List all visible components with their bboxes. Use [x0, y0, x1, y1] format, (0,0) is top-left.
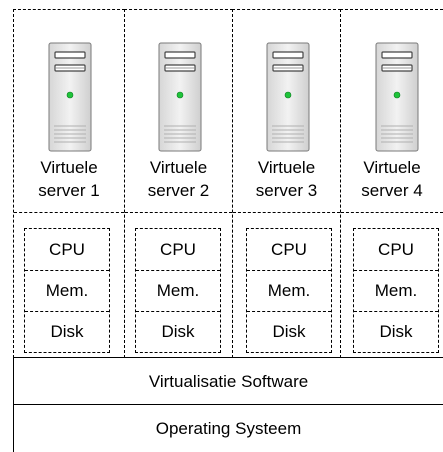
operating-system-layer: Operating Systeem: [13, 404, 443, 452]
server-label: Virtuele server 1: [14, 156, 124, 202]
virtual-server-column: Virtuele server 1 CPU Mem. Disk: [13, 9, 125, 358]
resource-box: CPU Mem. Disk: [135, 228, 221, 353]
server-label: Virtuele server 2: [125, 156, 232, 202]
disk-cell: Disk: [136, 311, 220, 352]
cpu-cell: CPU: [49, 239, 85, 259]
disk-cell: Disk: [25, 311, 109, 352]
virtual-server-column: Virtuele server 2 CPU Mem. Disk: [124, 9, 233, 358]
column-divider: [341, 212, 443, 213]
cpu-cell: CPU: [271, 239, 307, 259]
server-label: Virtuele server 4: [341, 156, 443, 202]
disk-cell: Disk: [247, 311, 331, 352]
server-label-line1: Virtuele: [40, 158, 98, 177]
disk-cell: Disk: [354, 311, 438, 352]
column-divider: [14, 212, 124, 213]
virtual-server-column: Virtuele server 3 CPU Mem. Disk: [232, 9, 341, 358]
server-label-line2: server 2: [147, 181, 210, 200]
resource-box: CPU Mem. Disk: [246, 228, 332, 353]
memory-cell: Mem.: [247, 270, 331, 311]
cpu-cell: CPU: [378, 239, 414, 259]
resource-box: CPU Mem. Disk: [353, 228, 439, 353]
column-divider: [125, 212, 232, 213]
resource-box: CPU Mem. Disk: [24, 228, 110, 353]
cpu-cell: CPU: [160, 239, 196, 259]
server-label-line2: server 3: [255, 181, 318, 200]
server-label-line2: server 4: [361, 181, 423, 200]
column-divider: [233, 212, 340, 213]
server-label-line1: Virtuele: [149, 158, 208, 177]
server-label: Virtuele server 3: [233, 156, 340, 202]
server-label-line2: server 1: [38, 181, 100, 200]
server-tower-icon: [375, 42, 419, 152]
memory-cell: Mem.: [136, 270, 220, 311]
server-tower-icon: [48, 42, 92, 152]
memory-cell: Mem.: [25, 270, 109, 311]
server-label-line1: Virtuele: [257, 158, 316, 177]
memory-cell: Mem.: [354, 270, 438, 311]
virtual-server-column: Virtuele server 4 CPU Mem. Disk: [340, 9, 443, 358]
server-label-line1: Virtuele: [363, 158, 421, 177]
server-tower-icon: [158, 42, 202, 152]
virtualisation-layer: Virtualisatie Software: [13, 357, 443, 405]
server-tower-icon: [266, 42, 310, 152]
